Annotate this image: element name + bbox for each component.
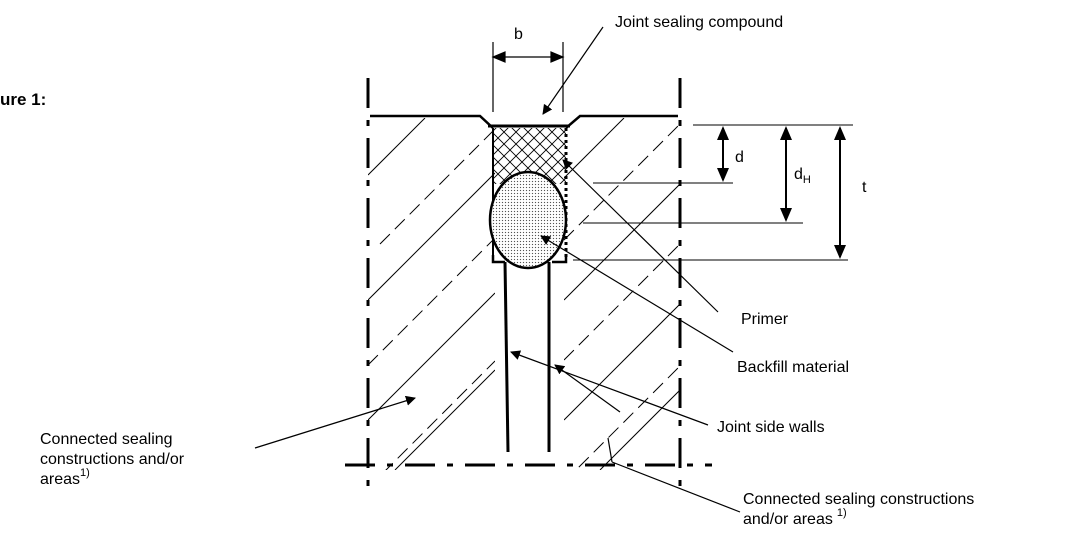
joint-side-wall-left xyxy=(503,261,510,453)
left-block-hatching xyxy=(368,118,495,470)
svg-text:and/or areas1): and/or areas1) xyxy=(743,507,847,528)
label-b: b xyxy=(514,26,523,43)
label-d: d xyxy=(735,149,744,166)
backfill-material xyxy=(488,170,568,270)
top-surface xyxy=(370,114,494,129)
label-backfill-material: Backfill material xyxy=(737,359,849,376)
joint-shoulder-left xyxy=(491,255,505,264)
dimension-dH xyxy=(780,126,792,222)
top-surface-right xyxy=(565,114,678,129)
dimension-t xyxy=(834,126,846,259)
svg-text:Connected sealing: Connected sealing xyxy=(40,431,173,448)
dimension-b xyxy=(491,42,565,112)
leader-lines xyxy=(254,26,741,513)
label-t: t xyxy=(862,179,867,196)
dimension-d xyxy=(717,126,729,182)
label-connected-left: Connected sealing constructions and/or a… xyxy=(40,431,185,488)
reference-lines xyxy=(573,124,853,261)
joint-shoulder-right xyxy=(552,255,568,264)
right-block-hatching xyxy=(564,118,680,470)
label-joint-sealing-compound: Joint sealing compound xyxy=(615,14,783,31)
svg-text:areas1): areas1) xyxy=(40,467,90,488)
svg-text:Connected sealing construction: Connected sealing constructions xyxy=(743,491,974,508)
label-primer: Primer xyxy=(741,311,789,328)
label-dH: dH xyxy=(794,166,811,186)
boundary-lines xyxy=(345,78,712,490)
figure-title: ure 1: xyxy=(0,90,47,109)
label-joint-side-walls: Joint side walls xyxy=(717,419,825,436)
svg-text:constructions and/or: constructions and/or xyxy=(40,451,185,468)
label-connected-right: Connected sealing constructions and/or a… xyxy=(743,491,974,528)
